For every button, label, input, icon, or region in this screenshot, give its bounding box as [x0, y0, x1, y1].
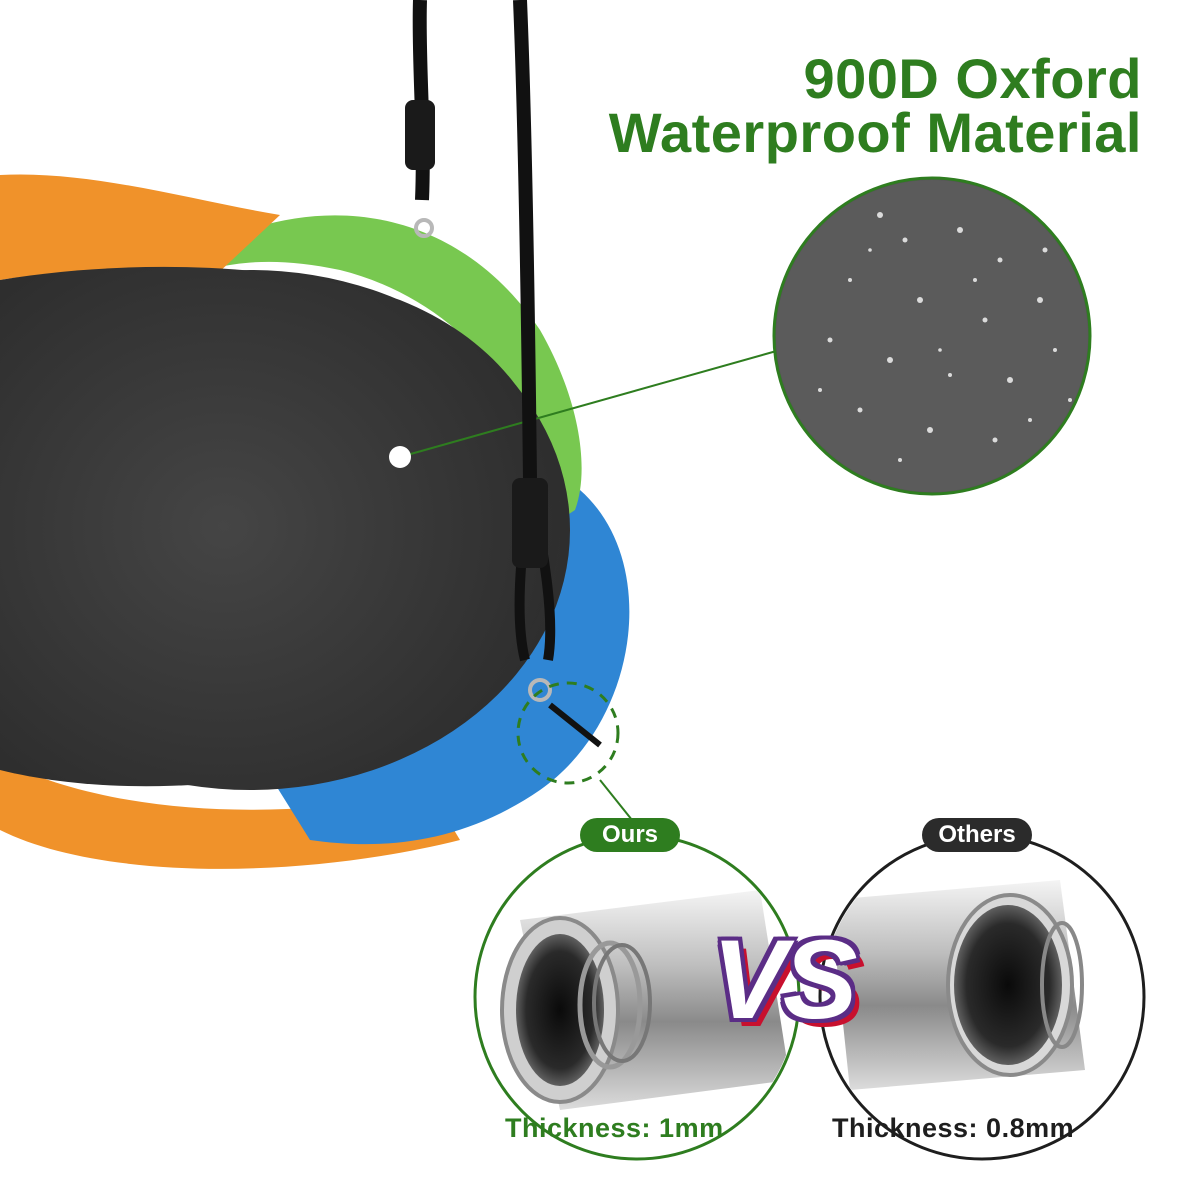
ours-tube-circle: [473, 833, 801, 1161]
swing-seat: [0, 174, 781, 869]
ours-thickness-label: Thickness: 1mm: [505, 1113, 724, 1143]
fabric-zoom-circle: [772, 176, 1092, 496]
vs-label: VS: [712, 917, 857, 1042]
headline-line-1: 900D Oxford: [803, 47, 1142, 110]
swing-ropes: [405, 0, 641, 831]
headline-line-2: Waterproof Material: [608, 101, 1142, 164]
others-tube-circle: [818, 833, 1146, 1161]
others-thickness-label: Thickness: 0.8mm: [832, 1113, 1075, 1143]
others-badge: Others: [922, 818, 1032, 852]
ours-badge: Ours: [580, 818, 680, 852]
